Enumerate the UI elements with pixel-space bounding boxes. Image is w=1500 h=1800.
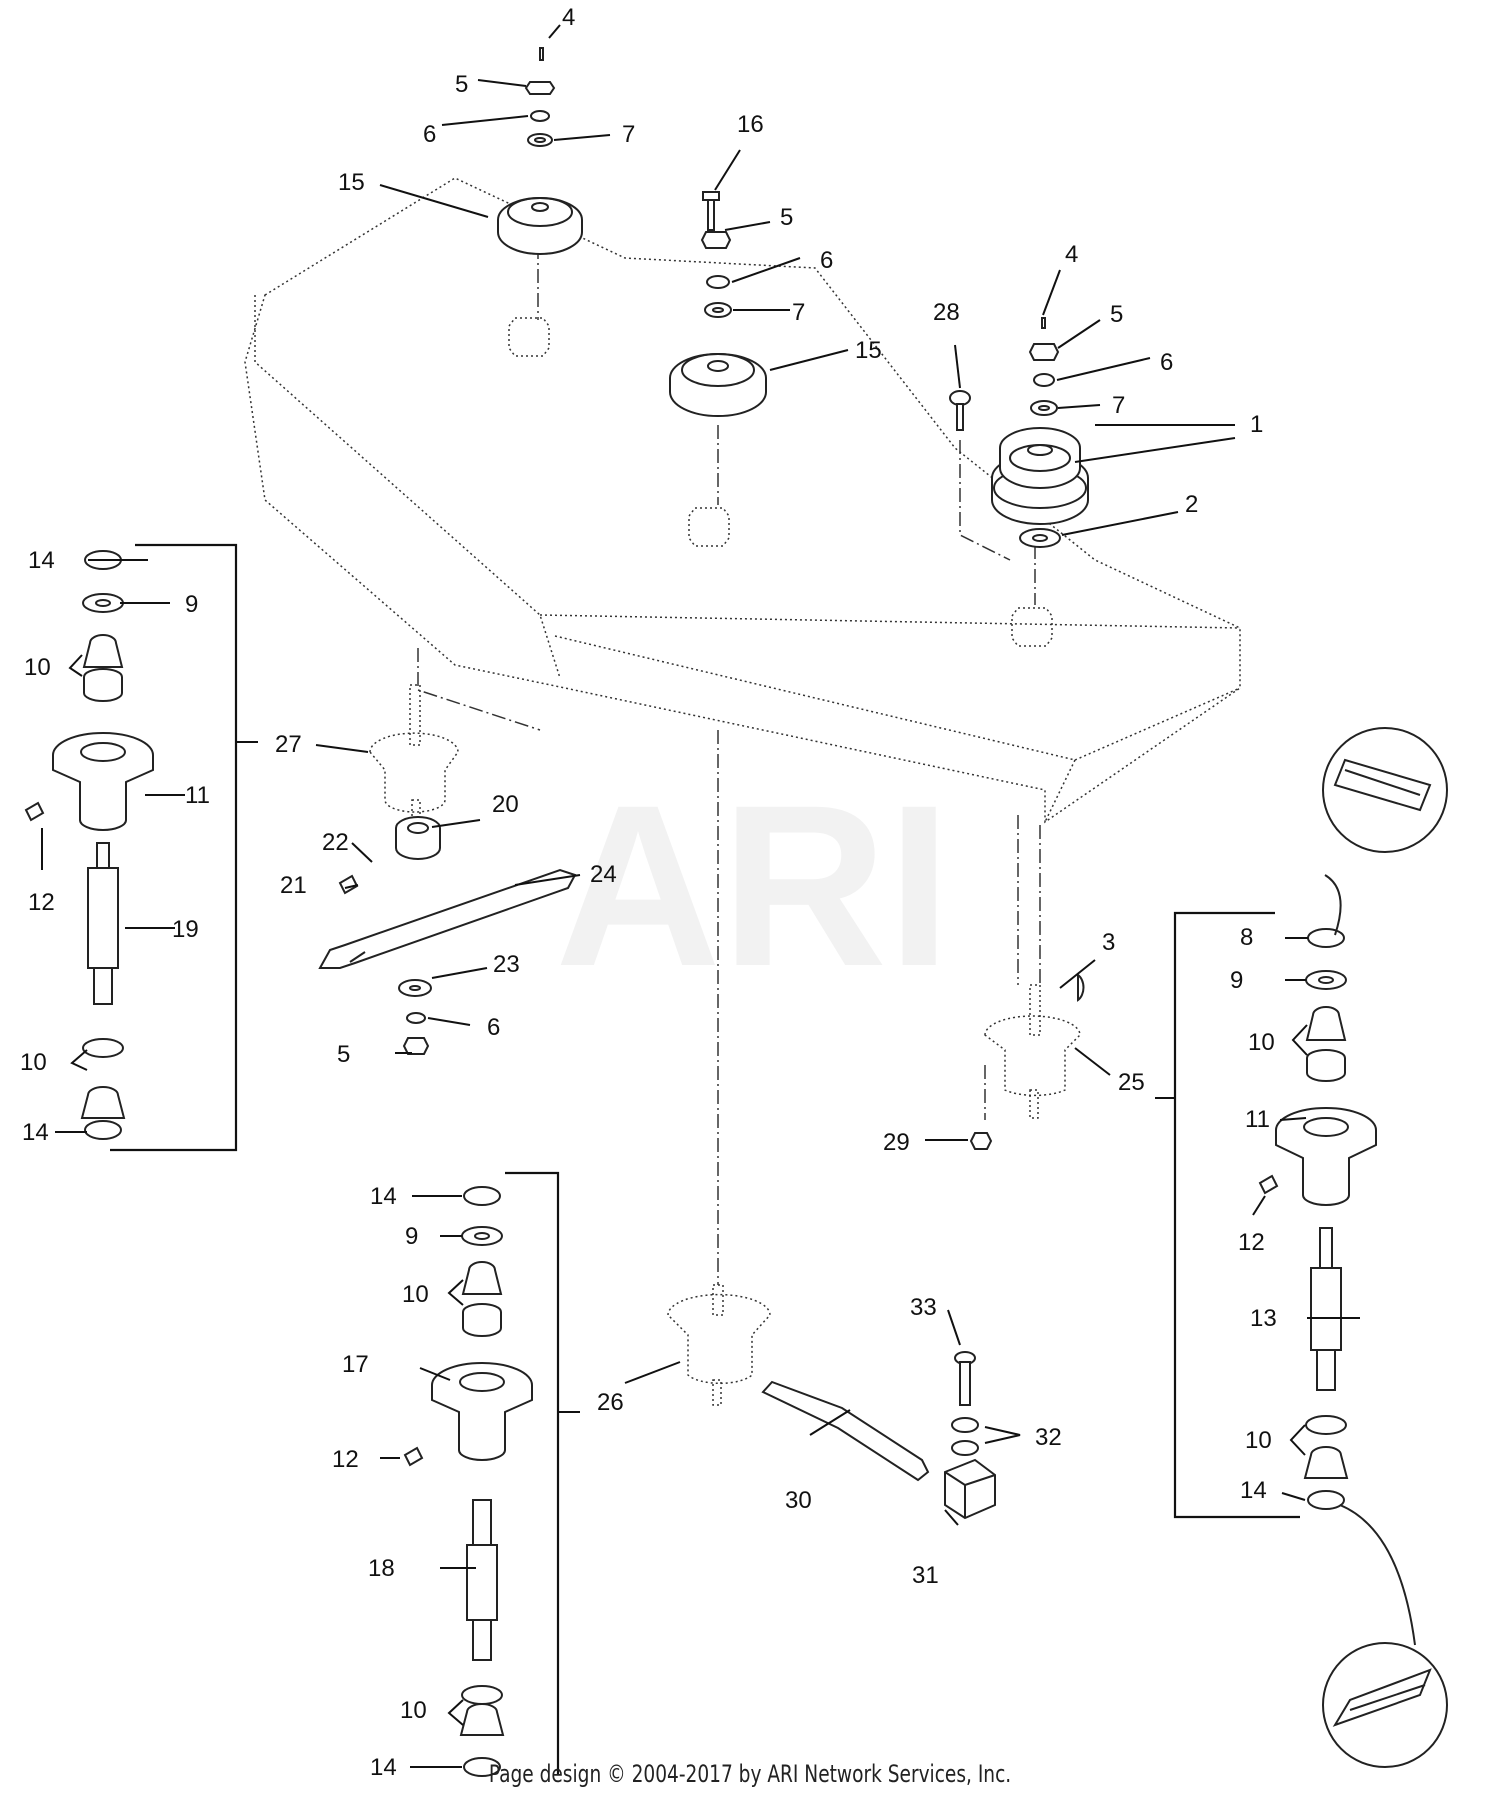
callout-33: 33: [910, 1294, 937, 1321]
callout-labels: 1 2 3 4 4 5 5 5 5 6 6 6 6 7 7 7 8 9 9 9 …: [20, 4, 1277, 1781]
callout-19: 19: [172, 916, 199, 943]
callout-15a: 15: [338, 169, 365, 196]
hardware-stack-left: [524, 47, 556, 147]
callout-12c: 12: [332, 1446, 359, 1473]
callout-6a: 6: [423, 121, 436, 148]
callout-32: 32: [1035, 1424, 1062, 1451]
callout-10d: 10: [402, 1281, 429, 1308]
bracket-27: [110, 543, 238, 1152]
callout-5a: 5: [455, 71, 468, 98]
bracket-26: [505, 1171, 560, 1775]
callout-14b: 14: [22, 1119, 49, 1146]
callout-26: 26: [597, 1389, 624, 1416]
callout-27: 27: [275, 731, 302, 758]
bracket-25: [1173, 911, 1300, 1519]
washers-32: [951, 1417, 979, 1456]
callout-4a: 4: [562, 4, 575, 31]
mower-deck-housing: [244, 177, 1241, 824]
seal-detail-top: [1322, 727, 1448, 936]
callout-9a: 9: [185, 591, 198, 618]
callout-4b: 4: [1065, 241, 1078, 268]
callout-28: 28: [933, 299, 960, 326]
callout-6d: 6: [487, 1014, 500, 1041]
callout-5b: 5: [780, 204, 793, 231]
callout-1: 1: [1250, 411, 1263, 438]
callout-15b: 15: [855, 337, 882, 364]
nut-5-blade: [402, 1037, 430, 1055]
spindle-assembly-25-on-deck: [984, 984, 1081, 1119]
callout-5c: 5: [1110, 301, 1123, 328]
spindle-exploded-27: [24, 550, 154, 1140]
assembly-center-lines: [417, 245, 1041, 1285]
callout-24: 24: [590, 861, 617, 888]
callout-13: 13: [1250, 1305, 1277, 1332]
key-3: [1077, 973, 1085, 1002]
callout-10a: 10: [24, 654, 51, 681]
watermark: ARI: [555, 757, 951, 1014]
callout-11b: 11: [1245, 1106, 1270, 1133]
callout-9b: 9: [1230, 967, 1243, 994]
callout-30: 30: [785, 1487, 812, 1514]
callout-22: 22: [322, 829, 349, 856]
nut-29: [969, 1132, 993, 1150]
callout-10e: 10: [1245, 1427, 1272, 1454]
callout-10b: 10: [1248, 1029, 1275, 1056]
idler-pulley-left: [497, 197, 583, 255]
spindle-assembly-27-on-deck: [369, 684, 459, 826]
set-screw-21: [338, 874, 359, 895]
spacer-washer-2: [1019, 528, 1061, 548]
callout-21: 21: [280, 872, 307, 899]
callout-16: 16: [737, 111, 764, 138]
callout-12a: 12: [28, 889, 55, 916]
callout-7a: 7: [622, 121, 635, 148]
carriage-bolt-28: [949, 390, 971, 431]
callout-3: 3: [1102, 929, 1115, 956]
hardware-stack-center: [700, 191, 732, 318]
callout-14a: 14: [28, 547, 55, 574]
spindle-assembly-26-on-deck: [667, 1284, 771, 1406]
hardware-stack-right: [1028, 317, 1060, 416]
callout-5d: 5: [337, 1041, 350, 1068]
callout-10f: 10: [400, 1697, 427, 1724]
callout-29: 29: [883, 1129, 910, 1156]
block-31: [944, 1458, 996, 1520]
callout-12b: 12: [1238, 1229, 1265, 1256]
leader-lines: [41, 24, 1360, 1768]
idler-pulley-center: [669, 353, 767, 417]
callout-31: 31: [912, 1562, 939, 1589]
callout-14c: 14: [370, 1183, 397, 1210]
callout-14d: 14: [1240, 1477, 1267, 1504]
callout-8: 8: [1240, 924, 1253, 951]
callout-18: 18: [368, 1555, 395, 1582]
callout-6c: 6: [1160, 349, 1173, 376]
callout-25: 25: [1118, 1069, 1145, 1096]
callout-11a: 11: [185, 782, 210, 809]
callout-14e: 14: [370, 1754, 397, 1781]
callout-2: 2: [1185, 491, 1198, 518]
bolt-33: [954, 1351, 976, 1406]
copyright-footer: Page design © 2004-2017 by ARI Network S…: [488, 1760, 1012, 1788]
callout-20: 20: [492, 791, 519, 818]
callout-7c: 7: [1112, 392, 1125, 419]
callout-23: 23: [493, 951, 520, 978]
blade-adapter-20: [395, 816, 441, 860]
spindle-exploded-26: [403, 1186, 533, 1777]
callout-17: 17: [342, 1351, 369, 1378]
callout-9c: 9: [405, 1223, 418, 1250]
seal-detail-bottom: [1322, 1504, 1448, 1768]
spindle-exploded-25: [1258, 928, 1377, 1510]
callout-10c: 10: [20, 1049, 47, 1076]
callout-6b: 6: [820, 247, 833, 274]
cutting-blade-24: [318, 868, 577, 969]
lock-washer-6-blade: [406, 1012, 426, 1024]
rod-30: [761, 1380, 930, 1482]
callout-7b: 7: [792, 299, 805, 326]
drive-pulley: [991, 427, 1089, 525]
washer-23: [398, 979, 432, 997]
